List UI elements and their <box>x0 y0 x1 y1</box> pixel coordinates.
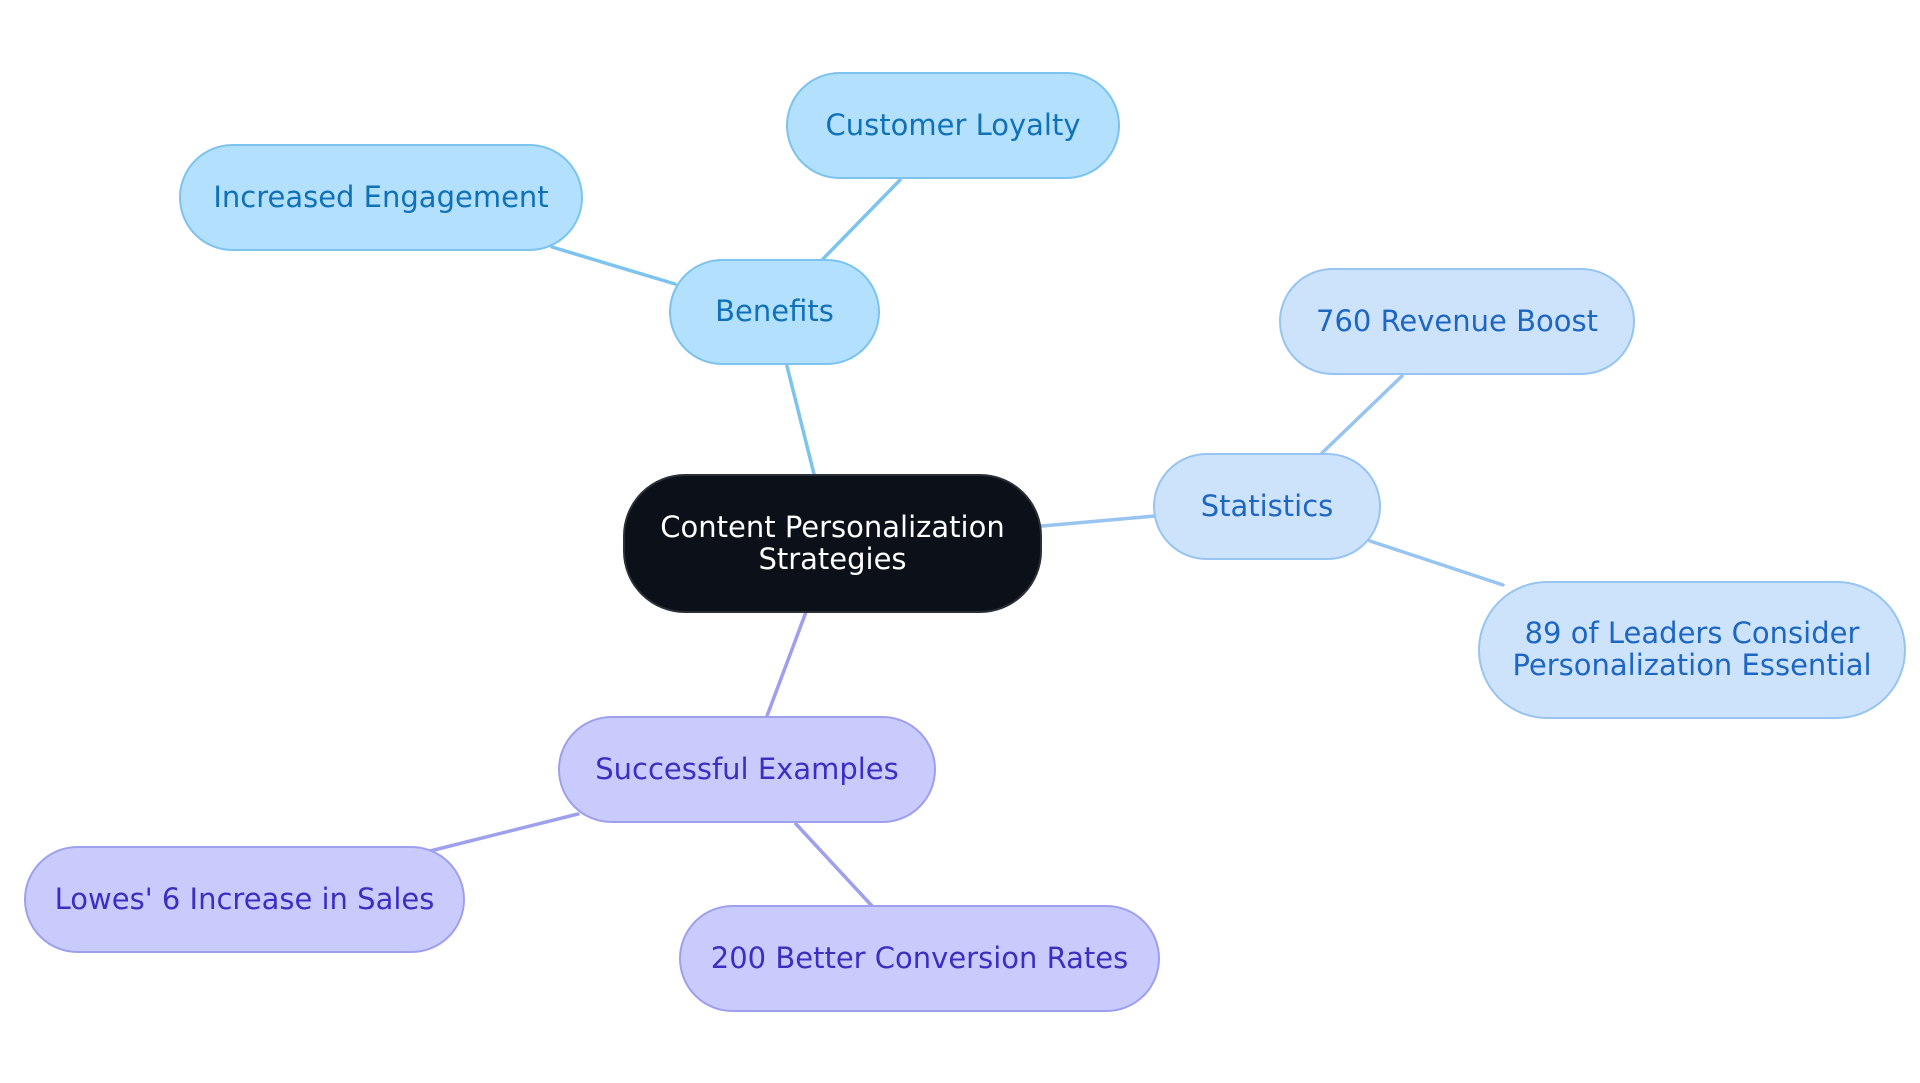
edge-statistics-revenue-boost <box>1320 374 1404 455</box>
leaf-node-customer-loyalty-label: Customer Loyalty <box>825 107 1081 142</box>
edge-benefits-customer-loyalty <box>820 178 902 262</box>
branch-node-successful-examples-label: Successful Examples <box>595 751 899 786</box>
edge-statistics-leaders-essential <box>1368 539 1505 587</box>
branch-node-statistics-label: Statistics <box>1200 488 1334 523</box>
root-node[interactable]: Content Personalization Strategies <box>623 474 1042 613</box>
leaf-node-revenue-boost-label: 760 Revenue Boost <box>1316 303 1598 338</box>
leaf-node-increased-engagement[interactable]: Increased Engagement <box>179 144 583 251</box>
leaf-node-leaders-essential-label: 89 of Leaders Consider Personalization E… <box>1512 616 1872 682</box>
branch-node-statistics[interactable]: Statistics <box>1153 453 1381 560</box>
edge-root-statistics <box>1040 514 1157 528</box>
leaf-node-lowes-sales-label: Lowes' 6 Increase in Sales <box>54 881 435 916</box>
root-node-label: Content Personalization Strategies <box>660 509 1005 576</box>
branch-node-successful-examples[interactable]: Successful Examples <box>558 716 936 823</box>
leaf-node-leaders-essential[interactable]: 89 of Leaders Consider Personalization E… <box>1478 581 1906 719</box>
leaf-node-increased-engagement-label: Increased Engagement <box>213 179 549 214</box>
leaf-node-conversion-rates-label: 200 Better Conversion Rates <box>710 940 1129 975</box>
leaf-node-lowes-sales[interactable]: Lowes' 6 Increase in Sales <box>24 846 465 953</box>
edge-examples-conversion <box>794 822 874 908</box>
edge-examples-lowes <box>428 812 580 853</box>
leaf-node-customer-loyalty[interactable]: Customer Loyalty <box>786 72 1120 179</box>
edge-root-examples <box>765 610 808 718</box>
branch-node-benefits[interactable]: Benefits <box>669 259 880 365</box>
edge-benefits-increased-engagement <box>550 245 677 286</box>
leaf-node-revenue-boost[interactable]: 760 Revenue Boost <box>1279 268 1635 375</box>
leaf-node-conversion-rates[interactable]: 200 Better Conversion Rates <box>679 905 1160 1012</box>
branch-node-benefits-label: Benefits <box>715 294 834 329</box>
edge-root-benefits <box>784 360 817 480</box>
